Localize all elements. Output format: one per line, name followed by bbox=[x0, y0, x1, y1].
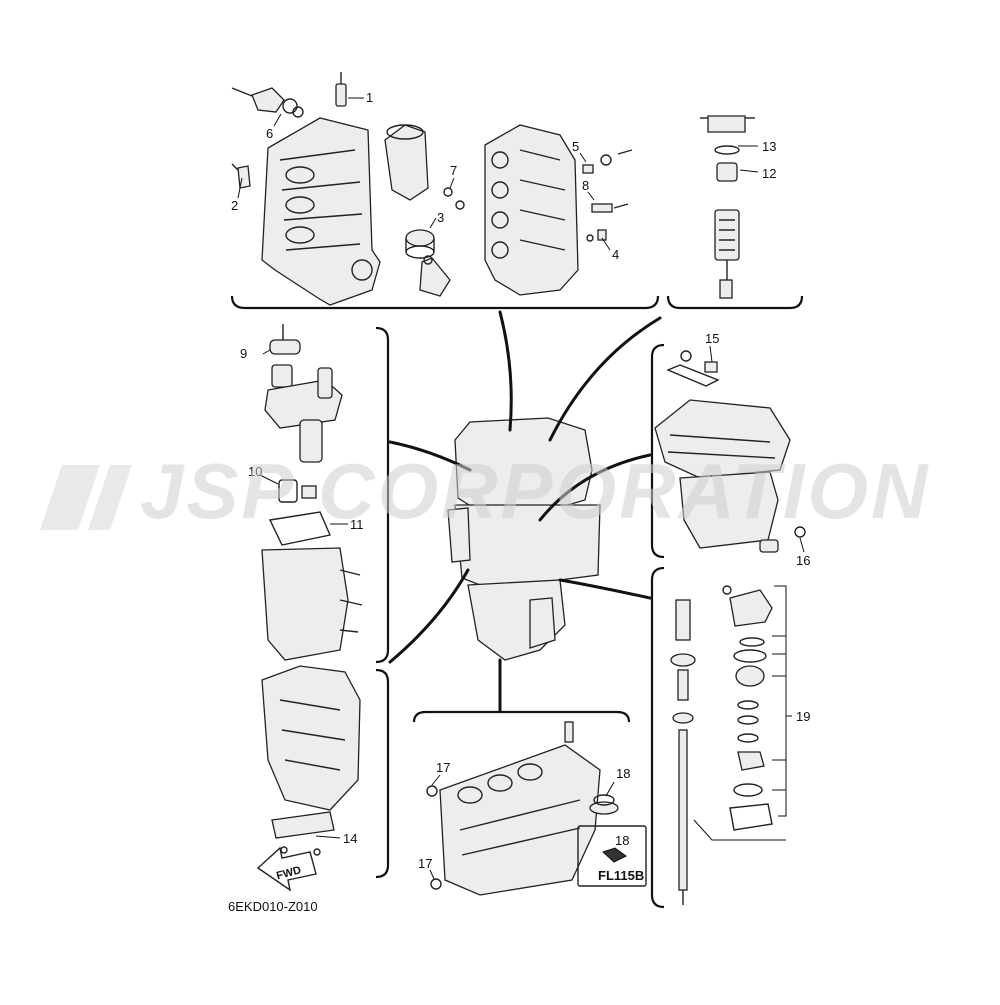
callout-leaders bbox=[237, 97, 805, 880]
callout-2: 2 bbox=[231, 198, 238, 213]
callout-15: 15 bbox=[705, 331, 719, 346]
outboard-silhouette bbox=[447, 417, 601, 661]
callout-17-top: 17 bbox=[436, 760, 450, 775]
callout-5: 5 bbox=[572, 139, 579, 154]
callout-8: 8 bbox=[582, 178, 589, 193]
fuel-system-group bbox=[261, 324, 363, 856]
section-brackets bbox=[230, 295, 804, 909]
callout-1: 1 bbox=[366, 90, 373, 105]
callout-4: 4 bbox=[612, 247, 619, 262]
upper-case-group bbox=[654, 350, 806, 553]
watermark-text: JSP CORPORATION bbox=[140, 447, 930, 535]
callout-9: 9 bbox=[240, 346, 247, 361]
callout-18-inset: 18 bbox=[615, 833, 629, 848]
diagram-code: 6EKD010-Z010 bbox=[228, 899, 318, 914]
callout-14: 14 bbox=[343, 831, 357, 846]
lower-case-group: FL115B bbox=[426, 721, 647, 896]
callout-numbers: 1 2 3 4 5 6 7 8 9 10 11 12 13 14 15 16 1… bbox=[231, 90, 810, 871]
callout-17-bottom: 17 bbox=[418, 856, 432, 871]
leader-lines bbox=[388, 310, 662, 712]
watermark: JSP CORPORATION bbox=[40, 447, 930, 535]
water-pump-group bbox=[670, 585, 773, 905]
callout-18-main: 18 bbox=[616, 766, 630, 781]
cylinder-block-group bbox=[231, 72, 755, 306]
callout-19: 19 bbox=[796, 709, 810, 724]
callout-12: 12 bbox=[762, 166, 776, 181]
fwd-arrow: FWD bbox=[256, 846, 317, 892]
callout-10: 10 bbox=[248, 464, 262, 479]
callout-3: 3 bbox=[437, 210, 444, 225]
inset-label: FL115B bbox=[598, 868, 644, 883]
callout-16: 16 bbox=[796, 553, 810, 568]
callout-11: 11 bbox=[350, 517, 364, 532]
callout-6: 6 bbox=[266, 126, 273, 141]
callout-7: 7 bbox=[450, 163, 457, 178]
inset-box bbox=[577, 825, 647, 887]
callout-13: 13 bbox=[762, 139, 776, 154]
